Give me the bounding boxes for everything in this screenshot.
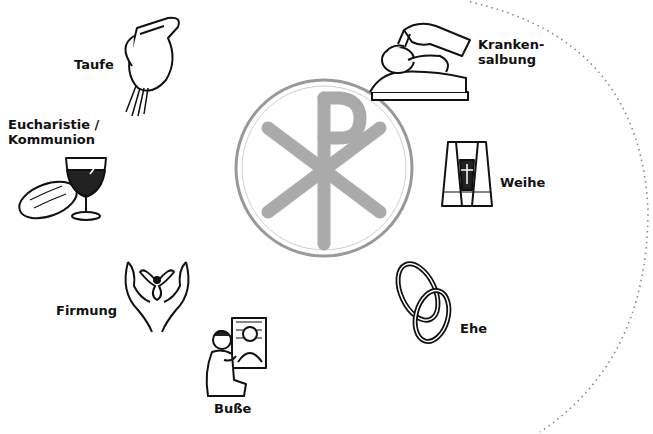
chi-rho-emblem — [236, 80, 412, 256]
confession-icon — [207, 318, 266, 396]
vestment-icon — [442, 142, 492, 206]
bread-chalice-icon — [14, 158, 106, 225]
sacrament-label: Weihe — [500, 176, 545, 191]
sacrament-label: Buße — [214, 402, 251, 417]
dotted-arc — [470, 2, 648, 432]
sacrament-label: Firmung — [56, 304, 117, 319]
pitcher-icon — [125, 18, 178, 116]
anointing-icon — [370, 24, 470, 100]
rings-icon — [390, 258, 454, 346]
sacrament-label: Eucharistie / Kommunion — [8, 118, 112, 148]
sacrament-label: Taufe — [74, 58, 114, 73]
hands-dove-icon — [126, 262, 189, 332]
sacrament-label: Kranken- salbung — [478, 38, 544, 68]
sacrament-label: Ehe — [460, 322, 487, 337]
